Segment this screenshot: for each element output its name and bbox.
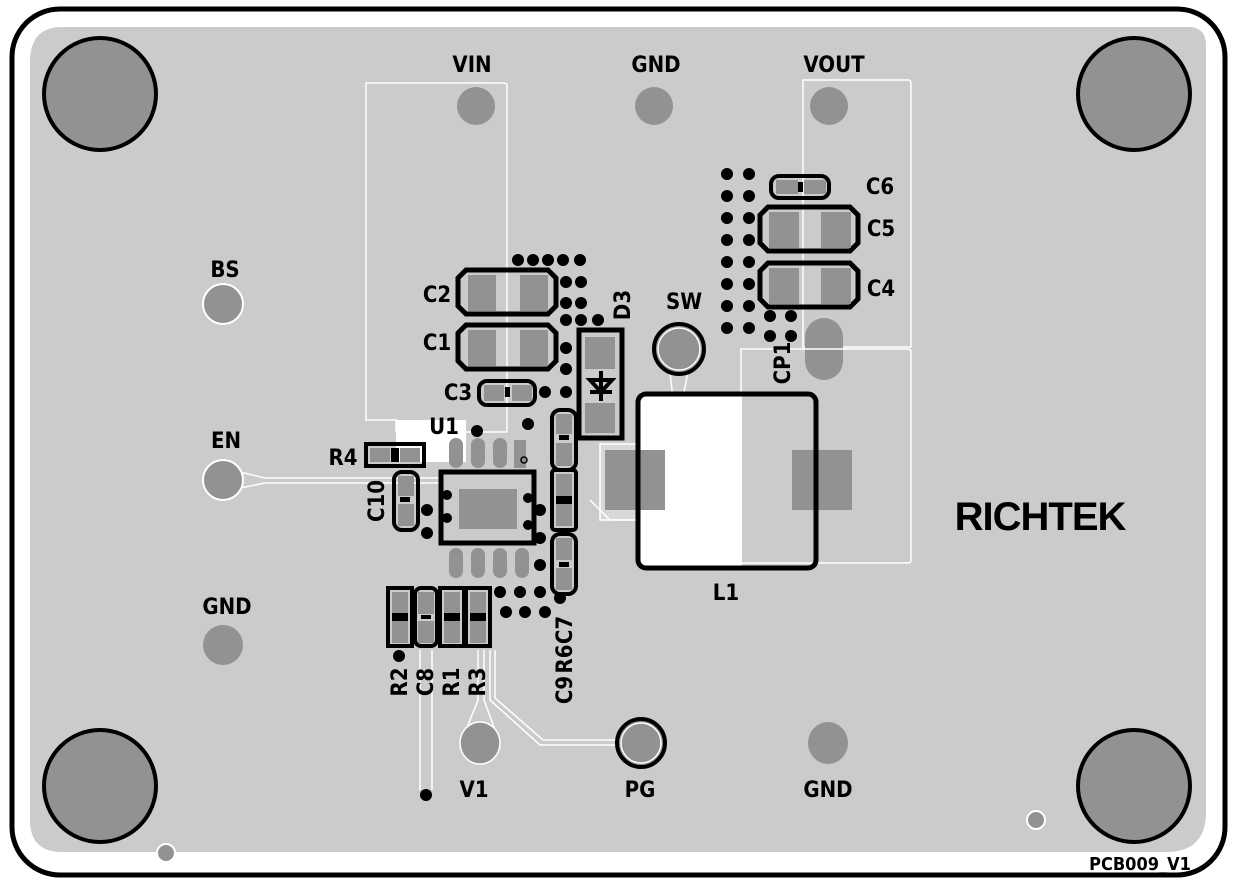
bs-label: BS bbox=[210, 258, 239, 283]
bs-pad[interactable] bbox=[202, 283, 244, 325]
c5-label: C5 bbox=[867, 217, 895, 242]
gnd-top-label: GND bbox=[631, 53, 680, 78]
sw-pad[interactable] bbox=[652, 322, 706, 376]
c3-label: C3 bbox=[444, 381, 472, 406]
l1-label: L1 bbox=[713, 581, 739, 606]
c7-label: C7 bbox=[553, 616, 578, 644]
mounting-hole bbox=[1076, 36, 1192, 152]
pg-pad-ring bbox=[620, 722, 662, 764]
test-point-en[interactable]: EN bbox=[202, 429, 244, 501]
gnd-left-pad[interactable] bbox=[203, 625, 243, 665]
via-cluster bbox=[393, 168, 797, 801]
r1-label: R1 bbox=[440, 667, 465, 696]
capacitor-c9[interactable] bbox=[550, 532, 578, 596]
pg-trace bbox=[489, 650, 620, 746]
capacitor-c10[interactable]: C10 bbox=[365, 470, 420, 532]
resistor-r6[interactable] bbox=[550, 468, 578, 532]
test-point-gnd-left[interactable]: GND bbox=[202, 595, 252, 665]
capacitor-c4[interactable]: C4 bbox=[757, 260, 895, 310]
vout-label: VOUT bbox=[803, 53, 865, 78]
capacitor-c2[interactable]: C2 bbox=[423, 267, 559, 317]
sw-label: SW bbox=[666, 290, 702, 315]
pg-label: PG bbox=[625, 778, 656, 803]
sw-pad-ring bbox=[657, 327, 701, 371]
capacitor-c8[interactable] bbox=[413, 586, 439, 648]
test-point-vin[interactable]: VIN bbox=[452, 53, 495, 125]
en-pad[interactable] bbox=[202, 459, 244, 501]
v1-label: V1 bbox=[459, 778, 488, 803]
gnd-top-pad[interactable] bbox=[635, 87, 673, 125]
resistor-r4[interactable]: R4 bbox=[328, 442, 426, 471]
resistor-r2[interactable] bbox=[386, 586, 414, 648]
resistor-r3[interactable] bbox=[464, 586, 492, 648]
r6-label: R6 bbox=[553, 644, 578, 673]
c6-label: C6 bbox=[866, 175, 894, 200]
fiducial bbox=[156, 843, 176, 863]
capacitor-c3[interactable]: C3 bbox=[444, 379, 537, 407]
c8-label: C8 bbox=[414, 668, 439, 696]
capacitor-c1[interactable]: C1 bbox=[423, 322, 559, 372]
diode-d3[interactable]: D3 bbox=[576, 290, 636, 441]
cp1-label: CP1 bbox=[771, 342, 796, 385]
mounting-hole bbox=[1076, 728, 1192, 844]
c1-label: C1 bbox=[423, 331, 451, 356]
vout-pad[interactable] bbox=[810, 87, 848, 125]
pg-pad[interactable] bbox=[615, 717, 667, 769]
capacitor-c5[interactable]: C5 bbox=[757, 204, 895, 254]
test-point-vout[interactable]: VOUT bbox=[803, 53, 865, 125]
mounting-hole bbox=[42, 728, 158, 844]
test-point-sw[interactable]: SW bbox=[652, 290, 706, 443]
ic-u1[interactable]: U1 bbox=[429, 415, 537, 578]
mounting-holes bbox=[42, 36, 1192, 844]
test-point-pg[interactable]: PG bbox=[615, 717, 667, 803]
test-point-v1[interactable]: V1 bbox=[459, 721, 501, 803]
test-point-gnd-bottom[interactable]: GND bbox=[803, 722, 853, 803]
mounting-hole bbox=[42, 36, 158, 152]
r3-label: R3 bbox=[466, 667, 491, 696]
c10-label: C10 bbox=[365, 480, 390, 522]
v1-pad[interactable] bbox=[459, 721, 501, 765]
inductor-l1[interactable]: L1 bbox=[605, 391, 852, 606]
u1-label: U1 bbox=[429, 415, 459, 440]
vout-copper-outline bbox=[802, 79, 912, 348]
en-trace bbox=[239, 471, 440, 489]
en-label: EN bbox=[211, 429, 241, 454]
capacitor-c7[interactable] bbox=[550, 408, 578, 472]
capacitor-c6[interactable]: C6 bbox=[769, 174, 894, 200]
test-point-bs[interactable]: BS bbox=[202, 258, 244, 325]
c4-label: C4 bbox=[867, 277, 895, 302]
resistor-r1[interactable] bbox=[438, 586, 466, 648]
vin-pad[interactable] bbox=[457, 87, 495, 125]
vin-label: VIN bbox=[452, 53, 491, 78]
r2-trace bbox=[419, 650, 433, 790]
test-point-gnd-top[interactable]: GND bbox=[631, 53, 681, 125]
fiducial bbox=[1026, 810, 1046, 830]
v1-trace bbox=[465, 650, 496, 731]
jumper-cp1[interactable]: CP1 bbox=[771, 318, 843, 384]
c9-label: C9 bbox=[553, 676, 578, 704]
c2-label: C2 bbox=[423, 283, 451, 308]
gnd-left-label: GND bbox=[202, 595, 251, 620]
fb-trace bbox=[589, 499, 640, 521]
d3-label: D3 bbox=[611, 290, 636, 320]
r2-label: R2 bbox=[388, 667, 413, 696]
r4-label: R4 bbox=[328, 446, 357, 471]
sw-copper-outline bbox=[740, 348, 912, 564]
richtek-logo: RICHTEK bbox=[955, 495, 1127, 539]
gnd-bottom-pad[interactable] bbox=[808, 722, 848, 764]
board-id-label: PCB009_V1 bbox=[1089, 854, 1191, 875]
gnd-bottom-label: GND bbox=[803, 778, 852, 803]
